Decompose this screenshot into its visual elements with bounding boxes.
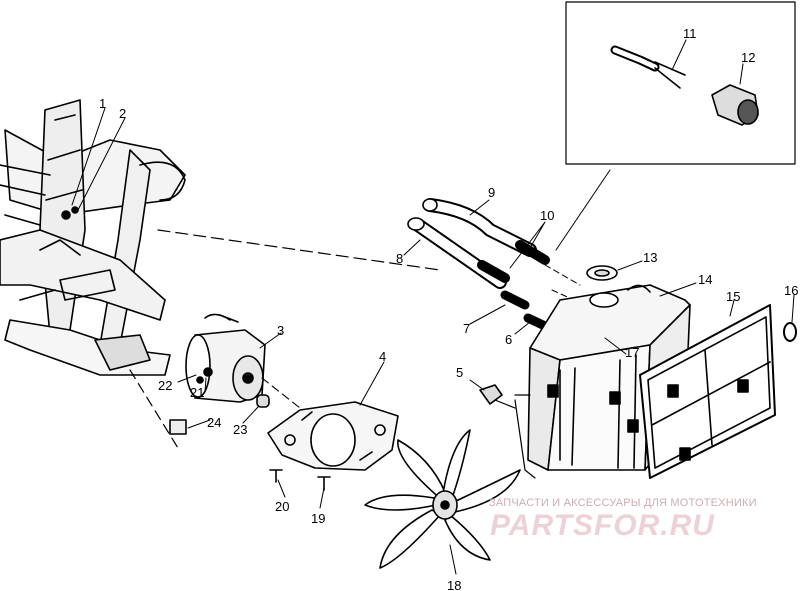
callout-10: 10	[540, 208, 554, 223]
callout-2: 2	[119, 106, 126, 121]
watermark-logo: PARTSFOR.RU	[490, 509, 715, 542]
watermark-tagline: ЗАПЧАСТИ И АКСЕССУАРЫ ДЛЯ МОТОТЕХНИКИ	[489, 497, 757, 509]
part-14-radiator	[514, 284, 691, 479]
callout-1: 1	[99, 96, 106, 111]
callout-18: 18	[447, 578, 461, 591]
callout-4: 4	[379, 349, 386, 364]
inset-frame	[565, 1, 796, 165]
callout-16: 16	[784, 283, 798, 298]
callout-11: 11	[683, 26, 697, 41]
callout-9: 9	[488, 185, 495, 200]
part-15-screen	[639, 304, 776, 479]
callout-14: 14	[698, 272, 712, 287]
callout-6: 6	[505, 332, 512, 347]
callout-5: 5	[456, 365, 463, 380]
callout-15: 15	[726, 289, 740, 304]
part-18-fan	[364, 429, 521, 569]
callout-22: 22	[158, 378, 172, 393]
callout-20: 20	[275, 499, 289, 514]
hoses	[407, 198, 586, 331]
frame-assembly	[0, 99, 186, 376]
part-4-adapter-plate	[267, 401, 399, 471]
callout-23: 23	[233, 422, 247, 437]
callout-8: 8	[396, 251, 403, 266]
callout-24: 24	[207, 415, 221, 430]
callout-17: 17	[625, 345, 639, 360]
callout-12: 12	[741, 50, 755, 65]
callout-3: 3	[277, 323, 284, 338]
callout-19: 19	[311, 511, 325, 526]
callout-7: 7	[463, 321, 470, 336]
callout-21: 21	[190, 385, 204, 400]
part-3-motor	[185, 313, 301, 409]
callout-13: 13	[643, 250, 657, 265]
